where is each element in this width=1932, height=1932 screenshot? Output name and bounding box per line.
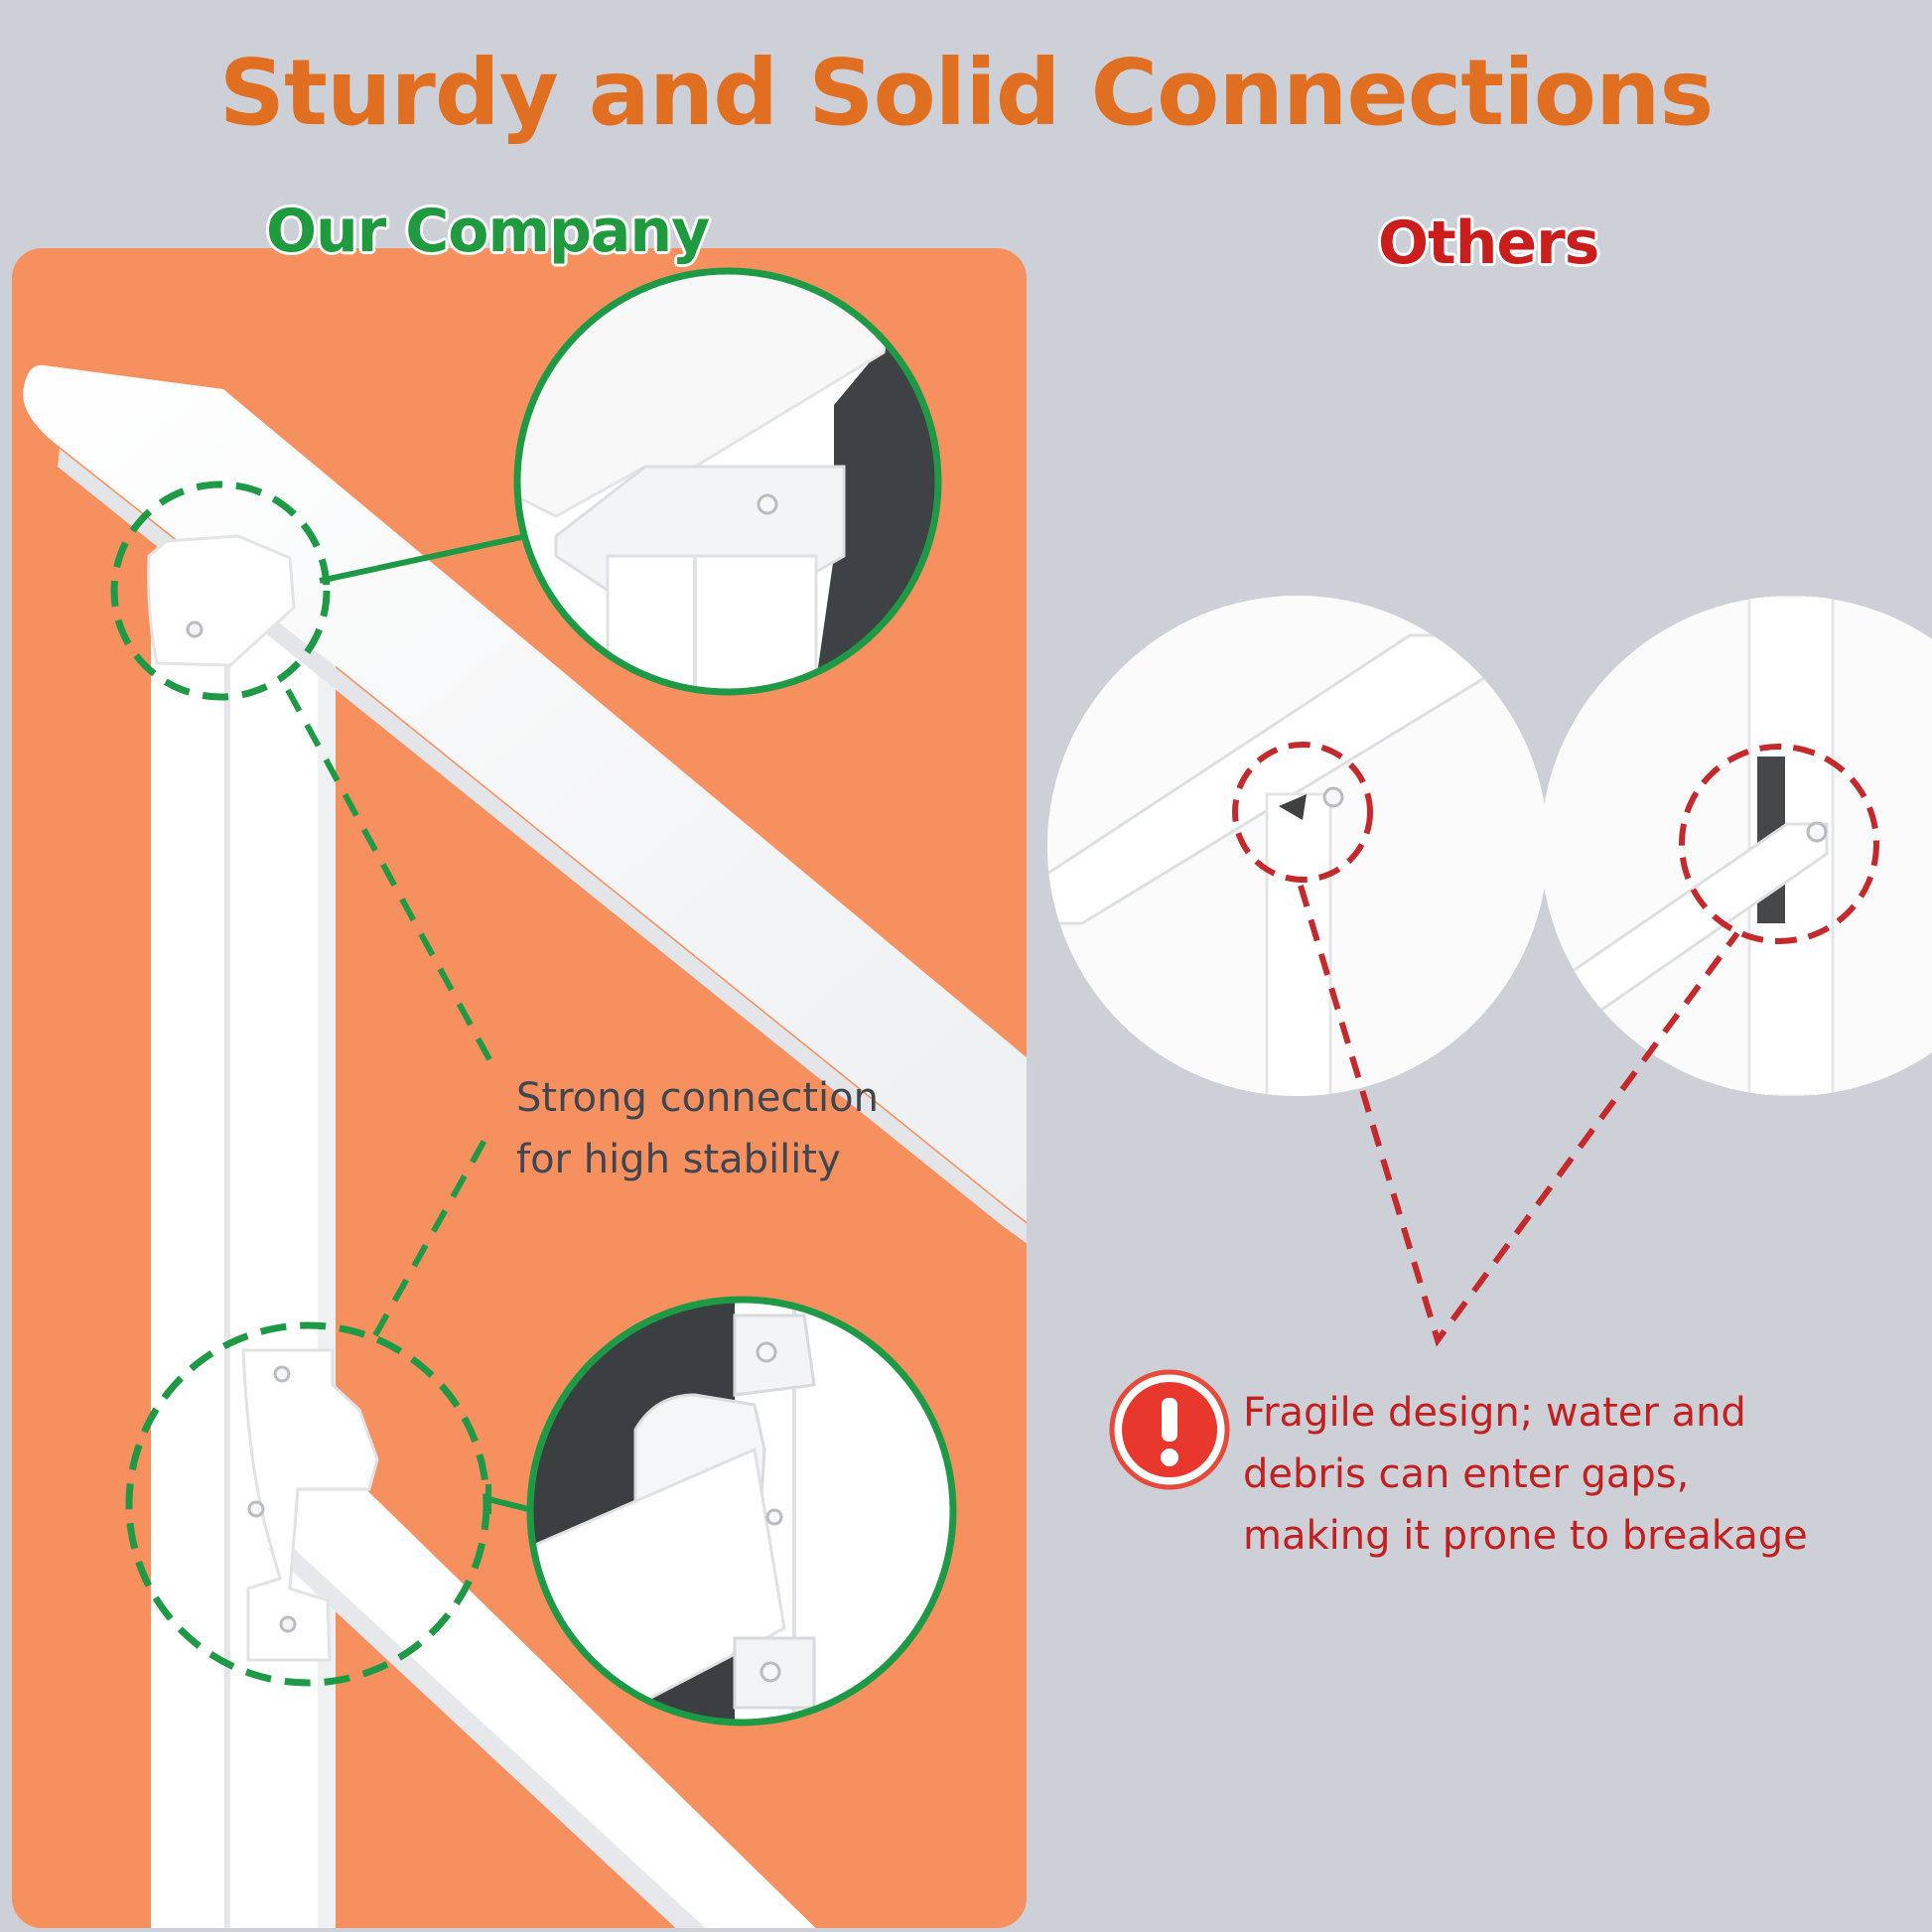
lower-rail (258, 1449, 834, 1928)
others-label: Others (1378, 208, 1599, 278)
note-callout-line-upper (285, 688, 499, 1074)
warning-note-line: Fragile design; water and (1243, 1390, 1746, 1436)
top-joint-marker (110, 481, 331, 701)
warning-note-line: making it prone to breakage (1243, 1513, 1808, 1559)
others-callout-line (1298, 885, 1740, 1347)
stability-note-line: Strong connection (516, 1075, 879, 1121)
warning-note: Fragile design; water and debris can ent… (1243, 1382, 1808, 1567)
stability-note-line: for high stability (516, 1137, 841, 1182)
our-company-label: Our Company (266, 197, 710, 266)
our-company-panel (12, 248, 1027, 1928)
exclamation-warning-icon (1109, 1369, 1230, 1490)
page-title: Sturdy and Solid Connections (218, 40, 1714, 146)
warning-note-line: debris can enter gaps, (1243, 1451, 1690, 1497)
top-zoom-connector (319, 533, 527, 584)
others-joint-zoom-left (1047, 596, 1548, 1096)
stability-note: Strong connection for high stability (516, 1067, 879, 1190)
lower-bracket (241, 1348, 379, 1662)
top-joint-zoom (513, 267, 942, 696)
others-gap-marker-right (1679, 744, 1879, 944)
others-joint-zoom-right (1541, 596, 1932, 1096)
others-gap-left (1279, 794, 1307, 820)
others-gap-marker-left (1232, 742, 1373, 883)
railing-post (151, 606, 336, 1928)
top-bracket (147, 534, 296, 667)
